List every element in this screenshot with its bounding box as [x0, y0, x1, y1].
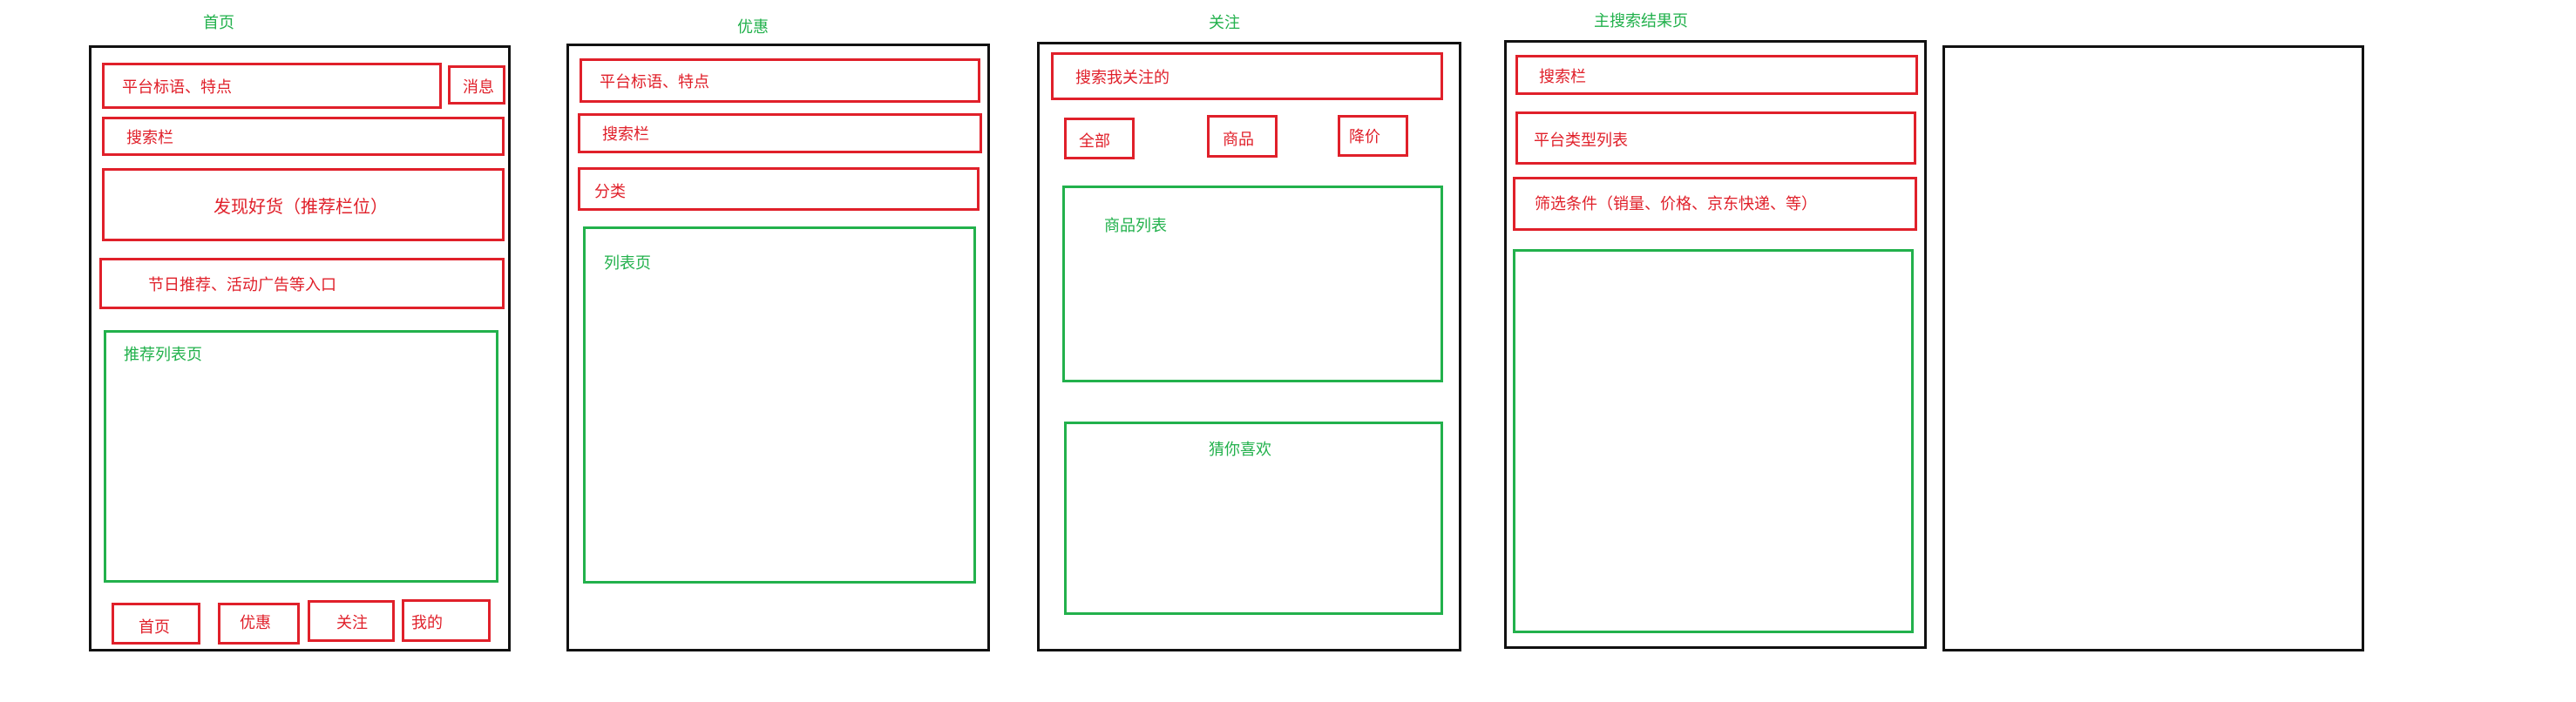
promo-label: 节日推荐、活动广告等入口: [148, 276, 336, 294]
deals-screen-frame: [566, 44, 990, 651]
home-slogan-box: 平台标语、特点: [102, 63, 442, 109]
blank-screen-frame: [1942, 45, 2364, 651]
results-search-label: 搜索栏: [1539, 68, 1586, 86]
follow-screen-title: 关注: [1209, 14, 1240, 32]
tab-follow-label: 关注: [336, 614, 368, 632]
deals-screen-title: 优惠: [737, 18, 769, 37]
message-label: 消息: [463, 78, 494, 97]
promo-entry[interactable]: 节日推荐、活动广告等入口: [99, 258, 505, 309]
tab-mine[interactable]: 我的: [402, 599, 491, 642]
home-search-bar[interactable]: 搜索栏: [102, 117, 505, 156]
guess-you-like-section: 猜你喜欢: [1064, 422, 1443, 615]
filter-all-button[interactable]: 全部: [1064, 118, 1135, 159]
results-screen-title: 主搜索结果页: [1594, 12, 1688, 30]
follow-product-list: 商品列表: [1062, 186, 1443, 382]
filter-price-drop-button[interactable]: 降价: [1338, 115, 1408, 157]
deals-list-label: 列表页: [604, 254, 651, 273]
filter-conditions-label: 筛选条件（销量、价格、京东快递、等）: [1535, 195, 1817, 213]
results-screen-frame: [1504, 40, 1927, 649]
deals-list: 列表页: [583, 226, 976, 584]
platform-type-list-label: 平台类型列表: [1534, 132, 1628, 150]
discover-section: 发现好货（推荐栏位）: [102, 168, 505, 241]
deals-category-bar[interactable]: 分类: [578, 167, 980, 211]
platform-type-list[interactable]: 平台类型列表: [1515, 111, 1916, 165]
deals-slogan-box: 平台标语、特点: [580, 58, 980, 103]
filter-conditions-bar[interactable]: 筛选条件（销量、价格、京东快递、等）: [1513, 177, 1917, 231]
tab-mine-label: 我的: [411, 614, 443, 632]
filter-price-drop-label: 降价: [1349, 128, 1380, 146]
home-screen-frame: [89, 45, 511, 651]
filter-product-label: 商品: [1223, 131, 1254, 149]
deals-search-bar[interactable]: 搜索栏: [578, 113, 982, 153]
tab-follow[interactable]: 关注: [308, 600, 395, 642]
filter-product-button[interactable]: 商品: [1207, 115, 1278, 158]
results-search-bar[interactable]: 搜索栏: [1515, 55, 1918, 95]
tab-deals-label: 优惠: [240, 614, 271, 632]
home-screen-title: 首页: [203, 14, 234, 32]
follow-search-label: 搜索我关注的: [1075, 69, 1169, 87]
home-slogan-label: 平台标语、特点: [122, 78, 232, 97]
deals-slogan-label: 平台标语、特点: [600, 73, 709, 91]
tab-home[interactable]: 首页: [112, 603, 200, 645]
follow-product-list-label: 商品列表: [1104, 217, 1167, 235]
discover-label: 发现好货（推荐栏位）: [214, 196, 388, 217]
guess-you-like-label: 猜你喜欢: [1209, 441, 1271, 459]
deals-category-label: 分类: [594, 183, 626, 201]
tab-home-label: 首页: [139, 618, 170, 637]
follow-screen-frame: [1037, 42, 1461, 651]
filter-all-label: 全部: [1079, 132, 1110, 151]
message-button[interactable]: 消息: [448, 65, 505, 105]
home-search-label: 搜索栏: [126, 129, 173, 147]
follow-search-bar[interactable]: 搜索我关注的: [1051, 52, 1443, 100]
home-recommend-list-label: 推荐列表页: [124, 346, 202, 364]
tab-deals[interactable]: 优惠: [218, 603, 300, 645]
deals-search-label: 搜索栏: [602, 125, 649, 144]
results-list: [1513, 249, 1914, 633]
home-recommend-list: 推荐列表页: [104, 330, 498, 583]
